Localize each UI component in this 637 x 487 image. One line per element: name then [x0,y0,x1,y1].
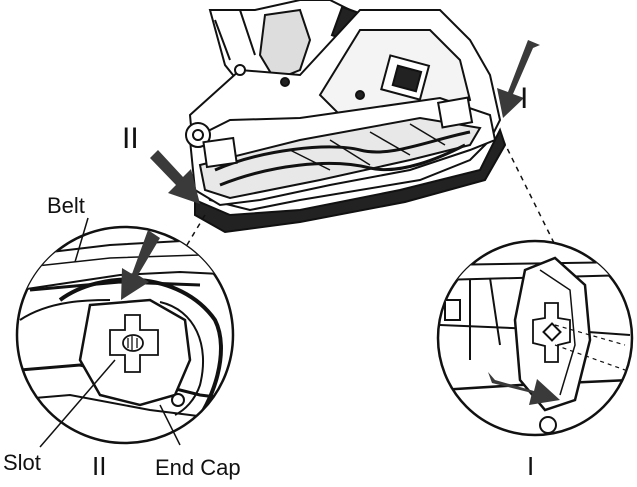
arrow-top-right [497,40,540,118]
marker-top-right: I [520,82,528,115]
marker-bottom-right: I [527,451,534,481]
slot-label: Slot [3,450,41,475]
detail-circle-right [436,239,634,437]
end-cap-label: End Cap [155,455,241,480]
end-cap-pointer [159,404,181,446]
arrow-left-detail [121,230,160,300]
arrow-right-detail [488,372,560,405]
arrow-top-left [148,150,200,204]
detail-circle-left [15,225,235,445]
slot-pointer [39,359,116,448]
belt-pointer [74,217,89,263]
slot-cross [109,314,159,373]
vacuum-head [185,0,507,234]
marker-top-left: II [122,122,139,155]
marker-bottom-left: II [92,451,106,481]
label-pointers [39,217,181,448]
belt-label: Belt [47,193,85,218]
leader-line-right [502,139,556,246]
